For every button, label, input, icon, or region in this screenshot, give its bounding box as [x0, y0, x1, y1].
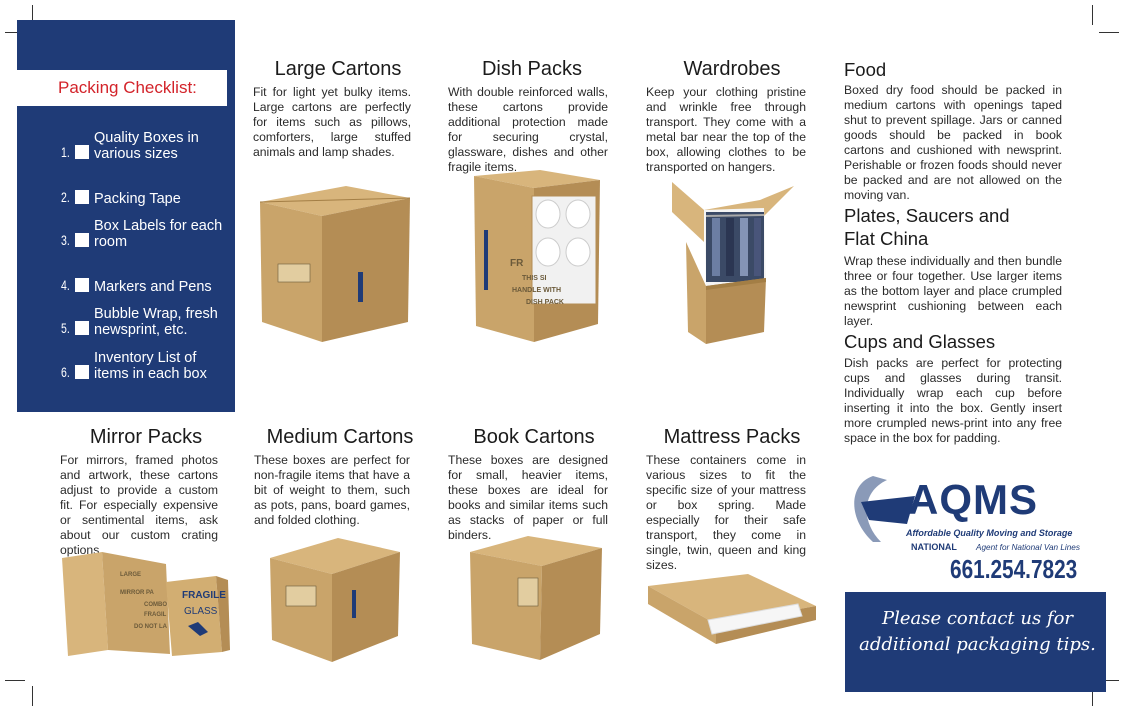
checklist-number: 6. — [61, 364, 70, 380]
checklist-number: 1. — [61, 144, 70, 160]
aqms-logo: AQMS Affordable Quality Moving and Stora… — [843, 470, 1080, 590]
dish-pack-image: FR THIS SI HANDLE WITH DISH PACK — [474, 170, 600, 342]
checkbox — [75, 145, 89, 159]
contact-box: Please contact us for additional packagi… — [845, 592, 1106, 692]
checklist-item: 2. Packing Tape — [61, 173, 233, 207]
large-cartons-body: Fit for light yet bulky items. Large car… — [253, 85, 411, 159]
checklist-item: 4. Markers and Pens — [61, 261, 233, 295]
logo-tagline: Affordable Quality Moving and Storage — [906, 528, 1073, 538]
checklist-item: 6. Inventory List of items in each box — [61, 348, 233, 382]
national-logo-text: NATIONAL — [911, 542, 957, 552]
book-cartons-title: Book Cartons — [473, 426, 595, 448]
mirror-box-label: LARGE — [120, 572, 141, 578]
large-cartons-title: Large Cartons — [274, 58, 402, 80]
medium-cartons-body: These boxes are perfect for non-fragile … — [254, 453, 410, 527]
checklist-label: Quality Boxes in various sizes — [94, 130, 199, 162]
checklist-label: Packing Tape — [94, 191, 181, 207]
wardrobe-image — [672, 182, 794, 344]
checklist-label: Box Labels for each room — [94, 218, 223, 250]
agent-text: Agent for National Van Lines — [976, 543, 1080, 552]
book-cartons-body: These boxes are designed for small, heav… — [448, 453, 608, 542]
crop-mark — [1092, 5, 1093, 25]
crop-mark — [32, 686, 33, 706]
wardrobes-title: Wardrobes — [683, 58, 781, 80]
dish-pack-label: DISH PACK — [526, 299, 564, 306]
glass-label: GLASS — [184, 606, 218, 617]
crop-mark — [1099, 32, 1119, 33]
cups-title: Cups and Glasses — [844, 331, 996, 352]
road-swoosh-icon — [854, 476, 915, 542]
large-carton-image — [259, 186, 411, 342]
logo-name: AQMS — [908, 476, 1038, 523]
dish-packs-title: Dish Packs — [481, 58, 583, 80]
checkbox — [75, 190, 89, 204]
cups-body: Dish packs are perfect for protecting cu… — [844, 356, 1062, 445]
checklist-item: 1. Quality Boxes in various sizes — [61, 128, 233, 162]
checklist-number: 5. — [61, 320, 70, 336]
mirror-box-label: FRAGIL — [144, 612, 167, 618]
contact-line-1: Please contact us for — [881, 608, 1074, 629]
plates-body: Wrap these individually and then bundle … — [844, 254, 1062, 328]
packing-checklist-panel: Packing Checklist: 1. Quality Boxes in v… — [17, 20, 235, 412]
food-title: Food — [844, 59, 887, 80]
checklist-number: 2. — [61, 189, 70, 205]
crop-mark — [5, 680, 25, 681]
contact-line-2: additional packaging tips. — [859, 634, 1096, 655]
crop-mark — [1092, 686, 1093, 706]
mirror-box-label: DO NOT LA — [134, 624, 168, 630]
contact-text: Please contact us for additional packagi… — [855, 606, 1100, 658]
crop-mark — [5, 32, 25, 33]
checklist-label: Markers and Pens — [94, 279, 212, 295]
mattress-packs-title: Mattress Packs — [663, 426, 801, 448]
checklist-title-box: Packing Checklist: — [17, 70, 227, 106]
mirror-packs-title: Mirror Packs — [89, 426, 203, 448]
plates-title-line1: Plates, Saucers and — [844, 205, 1010, 226]
medium-carton-image — [270, 538, 400, 662]
dish-packs-body: With double reinforced walls, these cart… — [448, 85, 608, 174]
dish-pack-label: FR — [510, 258, 524, 269]
checklist-number: 3. — [61, 232, 70, 248]
crop-mark — [32, 5, 33, 25]
checklist-item: 5. Bubble Wrap, fresh newsprint, etc. — [61, 304, 233, 338]
mirror-box-label: COMBO — [144, 602, 167, 608]
food-body: Boxed dry food should be packed in mediu… — [844, 83, 1062, 202]
checkbox — [75, 365, 89, 379]
plates-title-line2: Flat China — [844, 228, 929, 249]
mattress-packs-body: These containers come in various sizes t… — [646, 453, 806, 572]
checkbox — [75, 233, 89, 247]
checklist-item: 3. Box Labels for each room — [61, 216, 233, 250]
checkbox — [75, 321, 89, 335]
mirror-pack-image: LARGE MIRROR PA COMBO FRAGIL DO NOT LA F… — [62, 552, 230, 656]
mirror-packs-body: For mirrors, framed photos and artwork, … — [60, 453, 218, 557]
mattress-pack-image — [648, 574, 816, 644]
mirror-box-label: MIRROR PA — [120, 590, 155, 596]
checkbox — [75, 278, 89, 292]
checklist-label: Bubble Wrap, fresh newsprint, etc. — [94, 306, 218, 338]
checklist-title: Packing Checklist: — [58, 78, 197, 97]
crop-mark — [1099, 680, 1119, 681]
dish-pack-label: HANDLE WITH — [512, 287, 561, 294]
checklist-number: 4. — [61, 277, 70, 293]
phone-number: 661.254.7823 — [950, 554, 1078, 584]
checklist-label: Inventory List of items in each box — [94, 350, 207, 382]
book-carton-image — [470, 536, 602, 660]
medium-cartons-title: Medium Cartons — [266, 426, 414, 448]
fragile-label: FRAGILE — [182, 590, 226, 601]
wardrobes-body: Keep your clothing pristine and wrinkle … — [646, 85, 806, 174]
dish-pack-label: THIS SI — [522, 275, 547, 282]
